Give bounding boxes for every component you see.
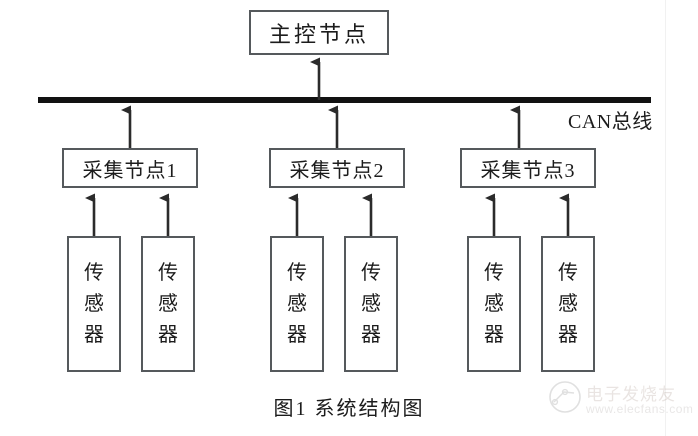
sensor-box-1: 传感器 [67, 236, 121, 372]
sensor-box-6: 传感器 [541, 236, 595, 372]
can-bus-label: CAN总线 [568, 111, 653, 133]
collection-node-3-label: 采集节点3 [480, 159, 576, 182]
master-node-box: 主控节点 [249, 10, 389, 55]
page-edge-rule [665, 0, 666, 436]
sensor-box-3: 传感器 [270, 236, 324, 372]
collection-node-1-box: 采集节点1 [62, 148, 198, 188]
collection-node-2-label: 采集节点2 [289, 159, 385, 182]
sensor-2-label: 传感器 [158, 261, 178, 346]
master-node-label: 主控节点 [268, 21, 369, 47]
sensor-box-4: 传感器 [344, 236, 398, 372]
sensor-1-label: 传感器 [84, 261, 104, 346]
collection-node-1-label: 采集节点1 [82, 159, 178, 182]
collection-node-2-box: 采集节点2 [269, 148, 405, 188]
sensor-4-label: 传感器 [361, 261, 381, 346]
sensor-3-label: 传感器 [287, 261, 307, 346]
figure-caption: 图1 系统结构图 [273, 398, 425, 420]
sensor-6-label: 传感器 [558, 261, 578, 346]
collection-node-3-box: 采集节点3 [460, 148, 596, 188]
sensor-box-2: 传感器 [141, 236, 195, 372]
sensor-box-5: 传感器 [467, 236, 521, 372]
sensor-5-label: 传感器 [484, 261, 504, 346]
